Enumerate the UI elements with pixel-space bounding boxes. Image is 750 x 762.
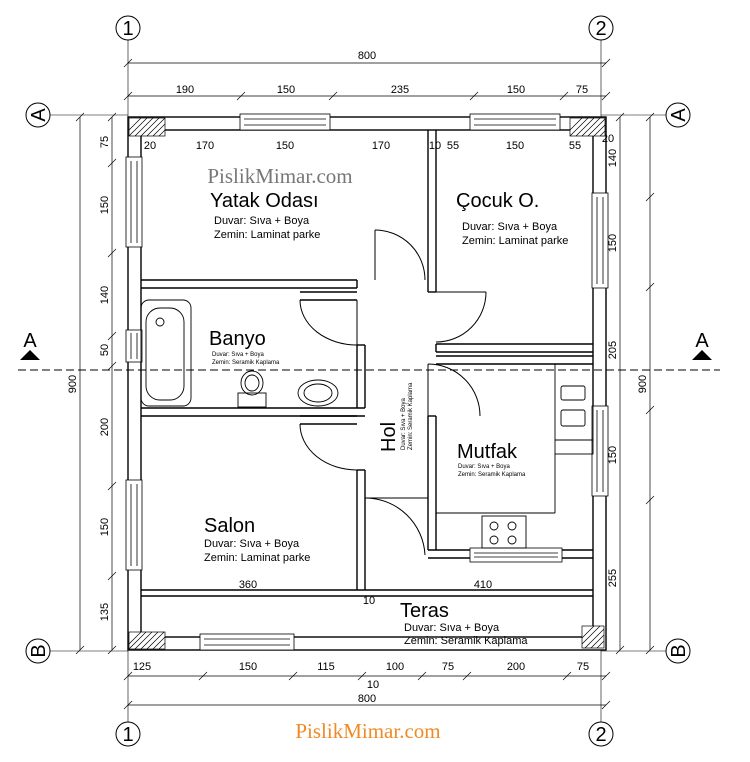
grid-label-row-a-left: A <box>28 108 50 122</box>
dim-bottom-seg: 200 <box>507 661 525 673</box>
room-floor-cocuk: Zemin: Laminat parke <box>462 235 568 247</box>
grid-label-row-a-right: A <box>668 108 690 122</box>
room-floor-yatak: Zemin: Laminat parke <box>214 229 320 241</box>
dim-wall-thickness: 10 <box>363 595 375 607</box>
dim-left-total: 900 <box>67 375 79 393</box>
dim-right-seg: 255 <box>607 569 619 587</box>
dim-top-seg: 235 <box>391 84 409 96</box>
room-floor-banyo: Zemin: Seramik Kaplama <box>212 360 280 366</box>
dim-inner-top: 150 <box>276 140 294 152</box>
room-name-banyo: Banyo <box>209 328 266 350</box>
dim-right-seg: 140 <box>607 149 619 167</box>
dim-top-seg: 190 <box>176 84 194 96</box>
dim-left-seg: 50 <box>99 344 111 356</box>
dim-left-seg: 135 <box>99 603 111 621</box>
room-wall-yatak: Duvar: Sıva + Boya <box>214 215 310 227</box>
dim-right-seg: 150 <box>607 234 619 252</box>
dim-right-seg: 205 <box>607 341 619 359</box>
section-line <box>18 350 720 371</box>
dim-salon-width: 360 <box>239 579 257 591</box>
dim-top-total: 800 <box>358 50 376 62</box>
watermark-bottom: PislikMimar.com <box>295 719 440 743</box>
dim-top-seg: 75 <box>576 84 588 96</box>
room-wall-salon: Duvar: Sıva + Boya <box>204 538 300 550</box>
dim-inner-top: 10 <box>429 140 441 152</box>
dim-inner-top: 55 <box>447 140 459 152</box>
grid-label-col-1-bottom: 1 <box>122 724 133 746</box>
dim-left-seg: 75 <box>99 136 111 148</box>
dim-top-seg: 150 <box>277 84 295 96</box>
room-wall-hol: Duvar: Sıva + Boya <box>401 397 407 450</box>
grid-label-col-2-bottom: 2 <box>595 724 606 746</box>
watermark-top: PislikMimar.com <box>207 164 352 188</box>
dim-bottom-seg: 115 <box>317 661 335 673</box>
fixtures <box>140 299 594 549</box>
room-wall-teras: Duvar: Sıva + Boya <box>404 622 500 634</box>
room-floor-salon: Zemin: Laminat parke <box>204 552 310 564</box>
room-name-teras: Teras <box>400 600 449 622</box>
windows <box>125 113 609 651</box>
dim-right-total: 900 <box>637 375 649 393</box>
dim-bottom-seg: 75 <box>442 661 454 673</box>
room-name-hol: Hol <box>378 422 400 452</box>
room-floor-teras: Zemin: Seramik Kaplama <box>404 635 528 647</box>
section-label-right: A <box>695 330 709 352</box>
dim-left-seg: 200 <box>99 418 111 436</box>
dim-left-seg: 150 <box>99 518 111 536</box>
room-floor-hol: Zemin: Seramik Kaplama <box>408 382 414 450</box>
room-wall-banyo: Duvar: Sıva + Boya <box>212 352 265 358</box>
grid-label-row-b-right: B <box>668 644 690 657</box>
section-label-left: A <box>23 330 37 352</box>
dim-teras-width: 410 <box>474 579 492 591</box>
dim-left-seg: 140 <box>99 286 111 304</box>
dim-top-seg: 150 <box>507 84 525 96</box>
room-wall-cocuk: Duvar: Sıva + Boya <box>462 221 558 233</box>
room-name-yatak: Yatak Odası <box>210 190 319 212</box>
room-name-mutfak: Mutfak <box>457 441 518 463</box>
dim-inner-top: 20 <box>144 140 156 152</box>
grid-lines <box>50 40 666 722</box>
dim-bottom-seg: 125 <box>133 661 151 673</box>
room-floor-mutfak: Zemin: Seramik Kaplama <box>458 472 526 478</box>
dim-inner-top: 150 <box>506 140 524 152</box>
dim-right-seg: 150 <box>607 446 619 464</box>
dim-bottom-seg: 75 <box>577 661 589 673</box>
dim-inner-top: 170 <box>196 140 214 152</box>
doors <box>299 229 487 556</box>
dim-bottom-total: 800 <box>358 693 376 705</box>
room-name-salon: Salon <box>204 515 255 537</box>
grid-label-col-2-top: 2 <box>595 18 606 40</box>
dim-bottom-sub: 10 <box>367 679 379 691</box>
grid-label-col-1-top: 1 <box>122 18 133 40</box>
dimension-lines <box>75 58 655 710</box>
column-hatch <box>128 117 606 650</box>
dim-left-seg: 150 <box>99 196 111 214</box>
grid-label-row-b-left: B <box>28 644 50 657</box>
room-wall-mutfak: Duvar: Sıva + Boya <box>458 464 511 470</box>
dim-inner-top: 55 <box>569 140 581 152</box>
dim-inner-top: 170 <box>372 140 390 152</box>
room-name-cocuk: Çocuk O. <box>456 190 539 212</box>
dim-bottom-seg: 150 <box>239 661 257 673</box>
dim-bottom-seg: 100 <box>386 661 404 673</box>
